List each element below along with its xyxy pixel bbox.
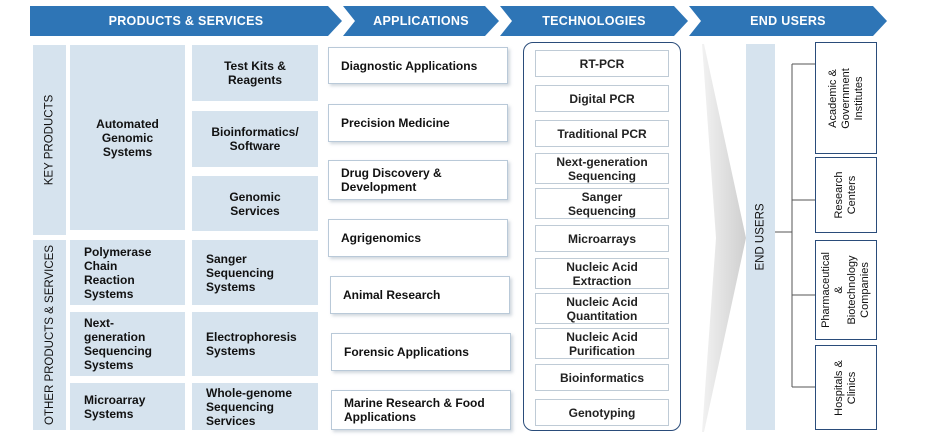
technology-sanger: Sanger Sequencing — [535, 188, 669, 219]
product-wgs-services: Whole-genome Sequencing Services — [192, 383, 318, 430]
technology-bioinformatics: Bioinformatics — [535, 364, 669, 391]
application-animal-research: Animal Research — [330, 276, 510, 314]
technology-microarrays: Microarrays — [535, 225, 669, 252]
product-bioinformatics: Bioinformatics/ Software — [192, 111, 318, 167]
application-forensic: Forensic Applications — [331, 333, 511, 371]
product-sanger-systems: Sanger Sequencing Systems — [192, 240, 318, 305]
header-technologies: TECHNOLOGIES — [500, 6, 688, 36]
end-user-academic: Academic & Government Institutes — [815, 42, 877, 154]
technology-traditional-pcr: Traditional PCR — [535, 120, 669, 147]
flow-chevron-shape — [702, 44, 746, 432]
application-precision-medicine: Precision Medicine — [328, 104, 508, 142]
end-users-side: END USERS — [746, 44, 775, 430]
header-products: PRODUCTS & SERVICES — [30, 6, 342, 36]
other-products-side: OTHER PRODUCTS & SERVICES — [33, 240, 66, 430]
end-user-hospitals: Hospitals & Clinics — [815, 345, 877, 430]
technology-genotyping: Genotyping — [535, 399, 669, 426]
key-products-label: KEY PRODUCTS — [43, 94, 56, 186]
header-applications: APPLICATIONS — [343, 6, 499, 36]
application-agrigenomics: Agrigenomics — [328, 219, 508, 257]
product-microarray: Microarray Systems — [70, 383, 185, 430]
header-end-users: END USERS — [689, 6, 887, 36]
header-products-label: PRODUCTS & SERVICES — [108, 14, 264, 28]
end-user-pharma-biotech: Pharmaceutical & Biotechnology Companies — [815, 240, 877, 340]
technology-rt-pcr: RT-PCR — [535, 50, 669, 77]
end-user-research-centers: Research Centers — [815, 157, 877, 233]
header-applications-label: APPLICATIONS — [373, 14, 469, 28]
header-end-users-label: END USERS — [750, 14, 826, 28]
end-users-connector — [775, 63, 815, 388]
product-ngs-systems: Next-generation Sequencing Systems — [70, 312, 185, 376]
product-test-kits: Test Kits & Reagents — [192, 45, 318, 101]
application-drug-discovery: Drug Discovery & Development — [328, 160, 508, 200]
product-genomic-services: Genomic Services — [192, 176, 318, 231]
product-electrophoresis: Electrophoresis Systems — [192, 312, 318, 376]
product-automated-genomic-systems: Automated Genomic Systems — [70, 45, 185, 230]
application-marine-food: Marine Research & Food Applications — [331, 390, 511, 430]
technology-na-purification: Nucleic Acid Purification — [535, 328, 669, 359]
header-technologies-label: TECHNOLOGIES — [542, 14, 646, 28]
application-diagnostic: Diagnostic Applications — [328, 47, 508, 84]
end-users-side-label: END USERS — [754, 203, 767, 271]
technology-na-quantitation: Nucleic Acid Quantitation — [535, 293, 669, 324]
product-pcr-systems: Polymerase Chain Reaction Systems — [70, 240, 185, 305]
technology-ngs: Next-generation Sequencing — [535, 153, 669, 184]
key-products-side: KEY PRODUCTS — [33, 45, 66, 235]
technology-na-extraction: Nucleic Acid Extraction — [535, 258, 669, 289]
other-products-label: OTHER PRODUCTS & SERVICES — [43, 245, 56, 425]
technology-digital-pcr: Digital PCR — [535, 85, 669, 112]
